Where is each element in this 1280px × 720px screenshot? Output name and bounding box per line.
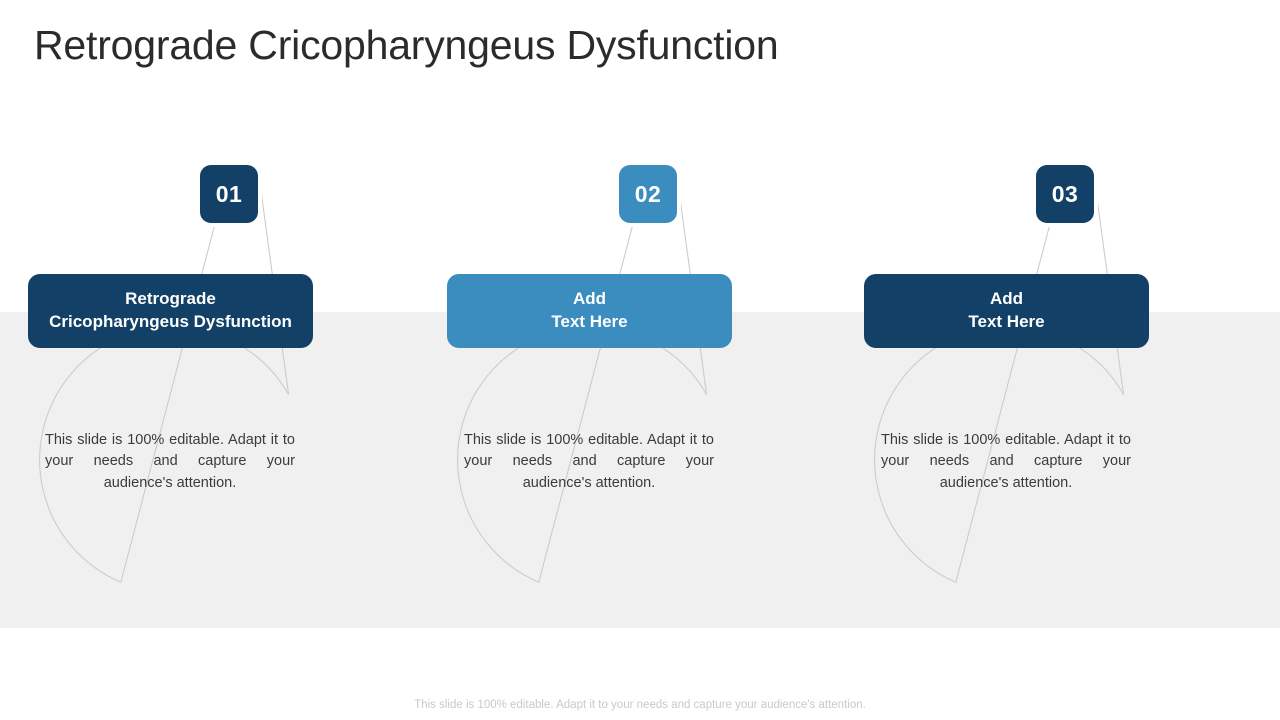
step-title-line-2: Cricopharyngeus Dysfunction	[49, 312, 292, 331]
step-title-card-2[interactable]: Add Text Here	[447, 274, 732, 348]
step-body-text-1: This slide is 100% editable. Adapt it to…	[45, 432, 295, 491]
step-title-line-1: Add	[989, 289, 1024, 309]
step-title-line-1: Retrograde	[125, 289, 216, 309]
step-number-label: 02	[634, 180, 662, 207]
step-title-line-2: Text Here	[968, 312, 1045, 331]
step-column-3: 03 Add Text Here This slide is 100% edit…	[796, 0, 1216, 720]
footer-note: This slide is 100% editable. Adapt it to…	[414, 699, 866, 711]
page-title: Retrograde Cricopharyngeus Dysfunction	[34, 22, 779, 68]
step-body-text-2: This slide is 100% editable. Adapt it to…	[464, 432, 714, 491]
step-number-label: 03	[1051, 180, 1079, 207]
step-body-text-3: This slide is 100% editable. Adapt it to…	[881, 432, 1131, 491]
step-title-card-3[interactable]: Add Text Here	[864, 274, 1149, 348]
step-title-line-2: Text Here	[551, 312, 628, 331]
step-number-badge-2[interactable]: 02	[619, 165, 677, 223]
step-number-badge-3[interactable]: 03	[1036, 165, 1094, 223]
step-column-1: 01 Retrograde Cricopharyngeus Dysfunctio…	[0, 0, 380, 720]
step-column-2: 02 Add Text Here This slide is 100% edit…	[379, 0, 799, 720]
step-number-label: 01	[215, 180, 243, 207]
step-number-badge-1[interactable]: 01	[200, 165, 258, 223]
step-title-card-1[interactable]: Retrograde Cricopharyngeus Dysfunction	[28, 274, 313, 348]
step-title-line-1: Add	[572, 289, 607, 309]
